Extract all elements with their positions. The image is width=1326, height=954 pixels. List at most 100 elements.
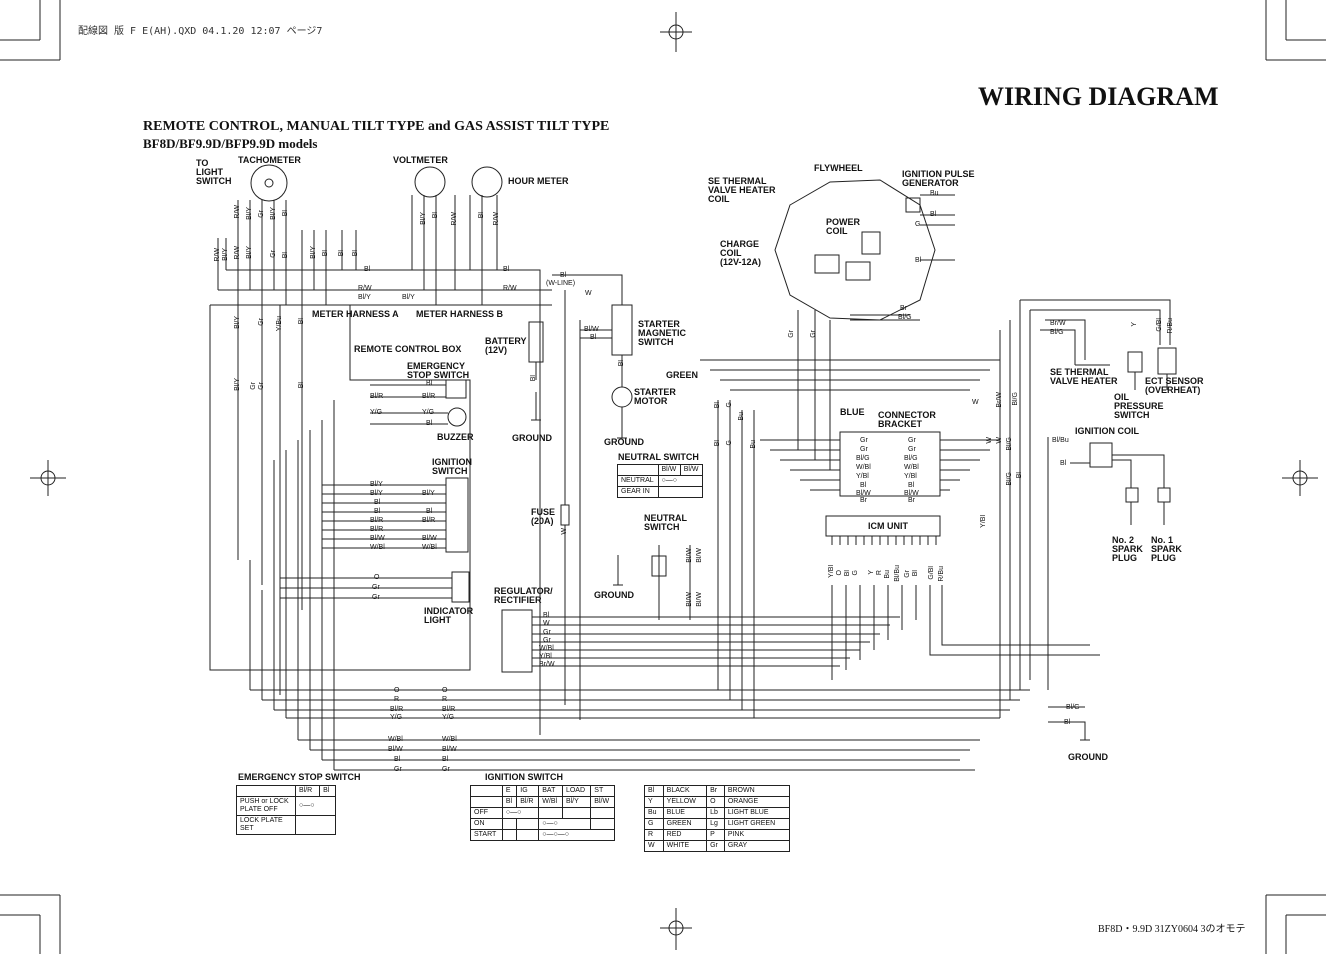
table-cell: ST <box>590 785 615 797</box>
wire-label: R/W <box>214 248 221 262</box>
table-cell: ○—○—○ <box>538 829 615 841</box>
table-cell: Lg <box>706 818 725 830</box>
wire-label: Bl/Y <box>234 378 241 391</box>
neutral-table-title: NEUTRAL SWITCH <box>618 452 699 462</box>
table-cell: ○—○ <box>657 475 704 487</box>
wire-label: Y/Bl <box>539 653 552 660</box>
wire-label: W/Bl <box>856 464 871 471</box>
wire-label: Bl/G <box>1006 437 1013 451</box>
table-cell: GREEN <box>662 818 708 830</box>
wire-label: Gr <box>543 629 551 636</box>
label-tachometer: TACHOMETER <box>238 155 301 165</box>
wire-label: Bl/G <box>856 455 870 462</box>
table-cell: START <box>470 829 503 841</box>
wire-label: Y/Bu <box>276 316 283 332</box>
wire-label: Bl <box>714 440 721 447</box>
wire-label: Bl <box>912 570 919 577</box>
wire-label: Bl/G <box>904 455 918 462</box>
label-buzzer: BUZZER <box>437 432 474 442</box>
wire-label: O <box>394 687 400 694</box>
table-cell: OFF <box>470 807 503 819</box>
wire-label: Gr <box>860 446 868 453</box>
label-ground-starter: GROUND <box>604 437 644 447</box>
wire-label: Bl <box>915 257 922 264</box>
wire-label: Bl <box>618 360 625 367</box>
wire-label: Y <box>1131 322 1138 327</box>
wire-label: Bl/Y <box>370 490 383 497</box>
wire-label: Bl/W <box>696 592 703 607</box>
wire-label: Bl/W <box>422 535 437 542</box>
wire-label: W/Bl <box>370 544 385 551</box>
wire-label: Y/Bl <box>828 565 835 578</box>
table-cell: ○—○ <box>295 796 336 816</box>
table-cell: Bl/W <box>679 464 704 476</box>
table-cell <box>516 829 540 841</box>
table-cell: Y <box>644 796 664 808</box>
table-cell: LIGHT GREEN <box>723 818 791 830</box>
wire-label: Bl <box>860 482 867 489</box>
wire-label: Y/G <box>422 409 435 416</box>
wire-label: Gr <box>442 766 450 773</box>
wire-label: Br <box>860 497 867 504</box>
wire-label: R/W <box>451 212 458 226</box>
wire-label: Bl <box>426 508 433 515</box>
subtitle-model-types: REMOTE CONTROL, MANUAL TILT TYPE and GAS… <box>143 119 610 134</box>
wire-label: Bl <box>1016 472 1023 479</box>
wire-label: Bl/Y <box>246 207 253 220</box>
wire-label: W <box>561 528 568 535</box>
wire-label: Bl/Y <box>422 490 435 497</box>
wire-label: Bl/R <box>442 706 456 713</box>
wire-label: Bu <box>930 190 939 197</box>
wire-label: Gr <box>904 570 911 578</box>
wire-label: Gr <box>908 446 916 453</box>
wire-label: Bl/G <box>1066 704 1080 711</box>
wire-label: Bl/G <box>1012 392 1019 406</box>
table-cell: YELLOW <box>662 796 708 808</box>
print-footer: BF8D・9.9D 31ZY0604 3のオモテ <box>1098 924 1246 935</box>
wire-label: R/W <box>358 285 372 292</box>
wire-label: Br <box>900 305 907 312</box>
table-cell: NEUTRAL <box>617 475 659 487</box>
label-ground-battery: GROUND <box>512 433 552 443</box>
wire-label: Bl <box>560 272 567 279</box>
table-cell <box>617 464 659 476</box>
label-battery: BATTERY(12V) <box>485 336 527 355</box>
wire-label: O <box>442 687 448 694</box>
wire-label: Br/W <box>996 392 1003 408</box>
wire-label: Bl/R <box>370 526 384 533</box>
wire-label: R <box>394 696 400 703</box>
wire-label: W/Bl <box>442 736 457 743</box>
table-cell <box>538 807 563 819</box>
table-cell: W <box>644 840 664 852</box>
table-cell: GEAR IN <box>617 486 659 498</box>
table-cell: PINK <box>723 829 791 841</box>
wire-label: Bl/Y <box>310 246 317 259</box>
wire-label: Gr <box>258 318 265 326</box>
wire-label: W/Bl <box>422 544 437 551</box>
table-cell: Bl <box>644 785 664 797</box>
table-cell: ○—○ <box>538 818 592 830</box>
wire-label: Bl <box>374 508 381 515</box>
table-cell: Bl/R <box>294 785 321 797</box>
wire-label: W <box>986 437 993 444</box>
table-cell: Bl/W <box>657 464 681 476</box>
wire-label: Bl/Bu <box>1052 437 1069 444</box>
table-cell: R <box>644 829 664 841</box>
table-cell: LOCK PLATE SET <box>236 815 296 835</box>
page-title: WIRING DIAGRAM <box>978 82 1219 111</box>
table-cell: ○—○ <box>501 807 540 819</box>
table-cell <box>590 807 615 819</box>
wire-label: R/W <box>493 212 500 226</box>
wire-label: Bl/W <box>370 535 385 542</box>
wire-label: Bl <box>282 210 289 217</box>
wire-label: Br <box>908 497 915 504</box>
